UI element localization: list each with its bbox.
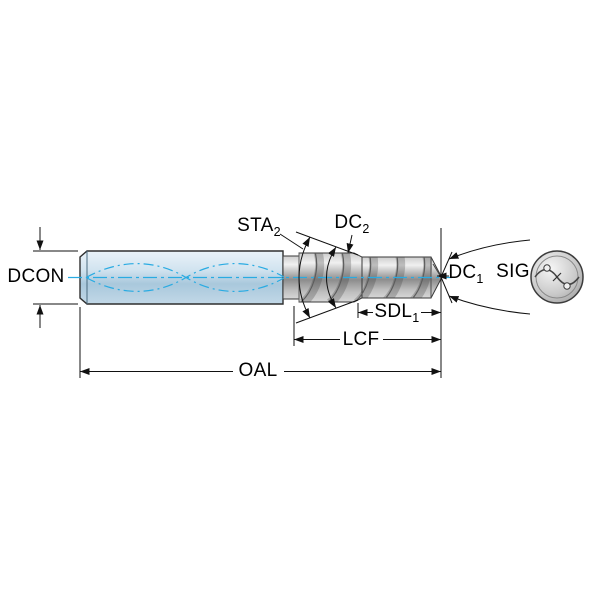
dcon-dimension xyxy=(33,227,78,328)
label-dc1: DC1 xyxy=(448,262,484,286)
lcf-dimension xyxy=(293,306,441,346)
label-dc2: DC2 xyxy=(334,212,370,236)
dimensions xyxy=(33,227,531,378)
label-oal: OAL xyxy=(238,360,278,381)
coolant-channel-curve-2 xyxy=(85,263,285,292)
dc2-leader xyxy=(346,234,354,254)
sta2-dimension xyxy=(279,231,359,324)
drill-end-view xyxy=(530,250,584,304)
sta2-leader xyxy=(279,233,304,250)
end-view-cutting-edge xyxy=(552,272,562,282)
dc2-dimension xyxy=(346,234,354,254)
sta2-tangent-top xyxy=(295,231,359,256)
coolant-hole-top xyxy=(543,264,551,272)
sta2-tangent-bottom xyxy=(295,299,359,324)
label-sig: SIG xyxy=(496,261,530,282)
label-dcon: DCON xyxy=(7,266,65,287)
label-sdl1: SDL1 xyxy=(374,301,420,325)
end-view-margin-circle xyxy=(535,255,579,299)
sig-angle-arc-top xyxy=(448,239,531,260)
sta2-angle-arc-outer xyxy=(298,236,311,319)
sdl1-dimension xyxy=(357,228,442,378)
label-lcf: LCF xyxy=(342,329,380,350)
oal-dimension xyxy=(79,307,441,378)
label-sta2: STA2 xyxy=(237,215,281,239)
centerline-group xyxy=(68,263,452,292)
sta2-angle-arc-inner xyxy=(326,246,337,309)
coolant-hole-bottom xyxy=(563,282,571,290)
sig-angle-arc-bottom xyxy=(448,295,531,315)
